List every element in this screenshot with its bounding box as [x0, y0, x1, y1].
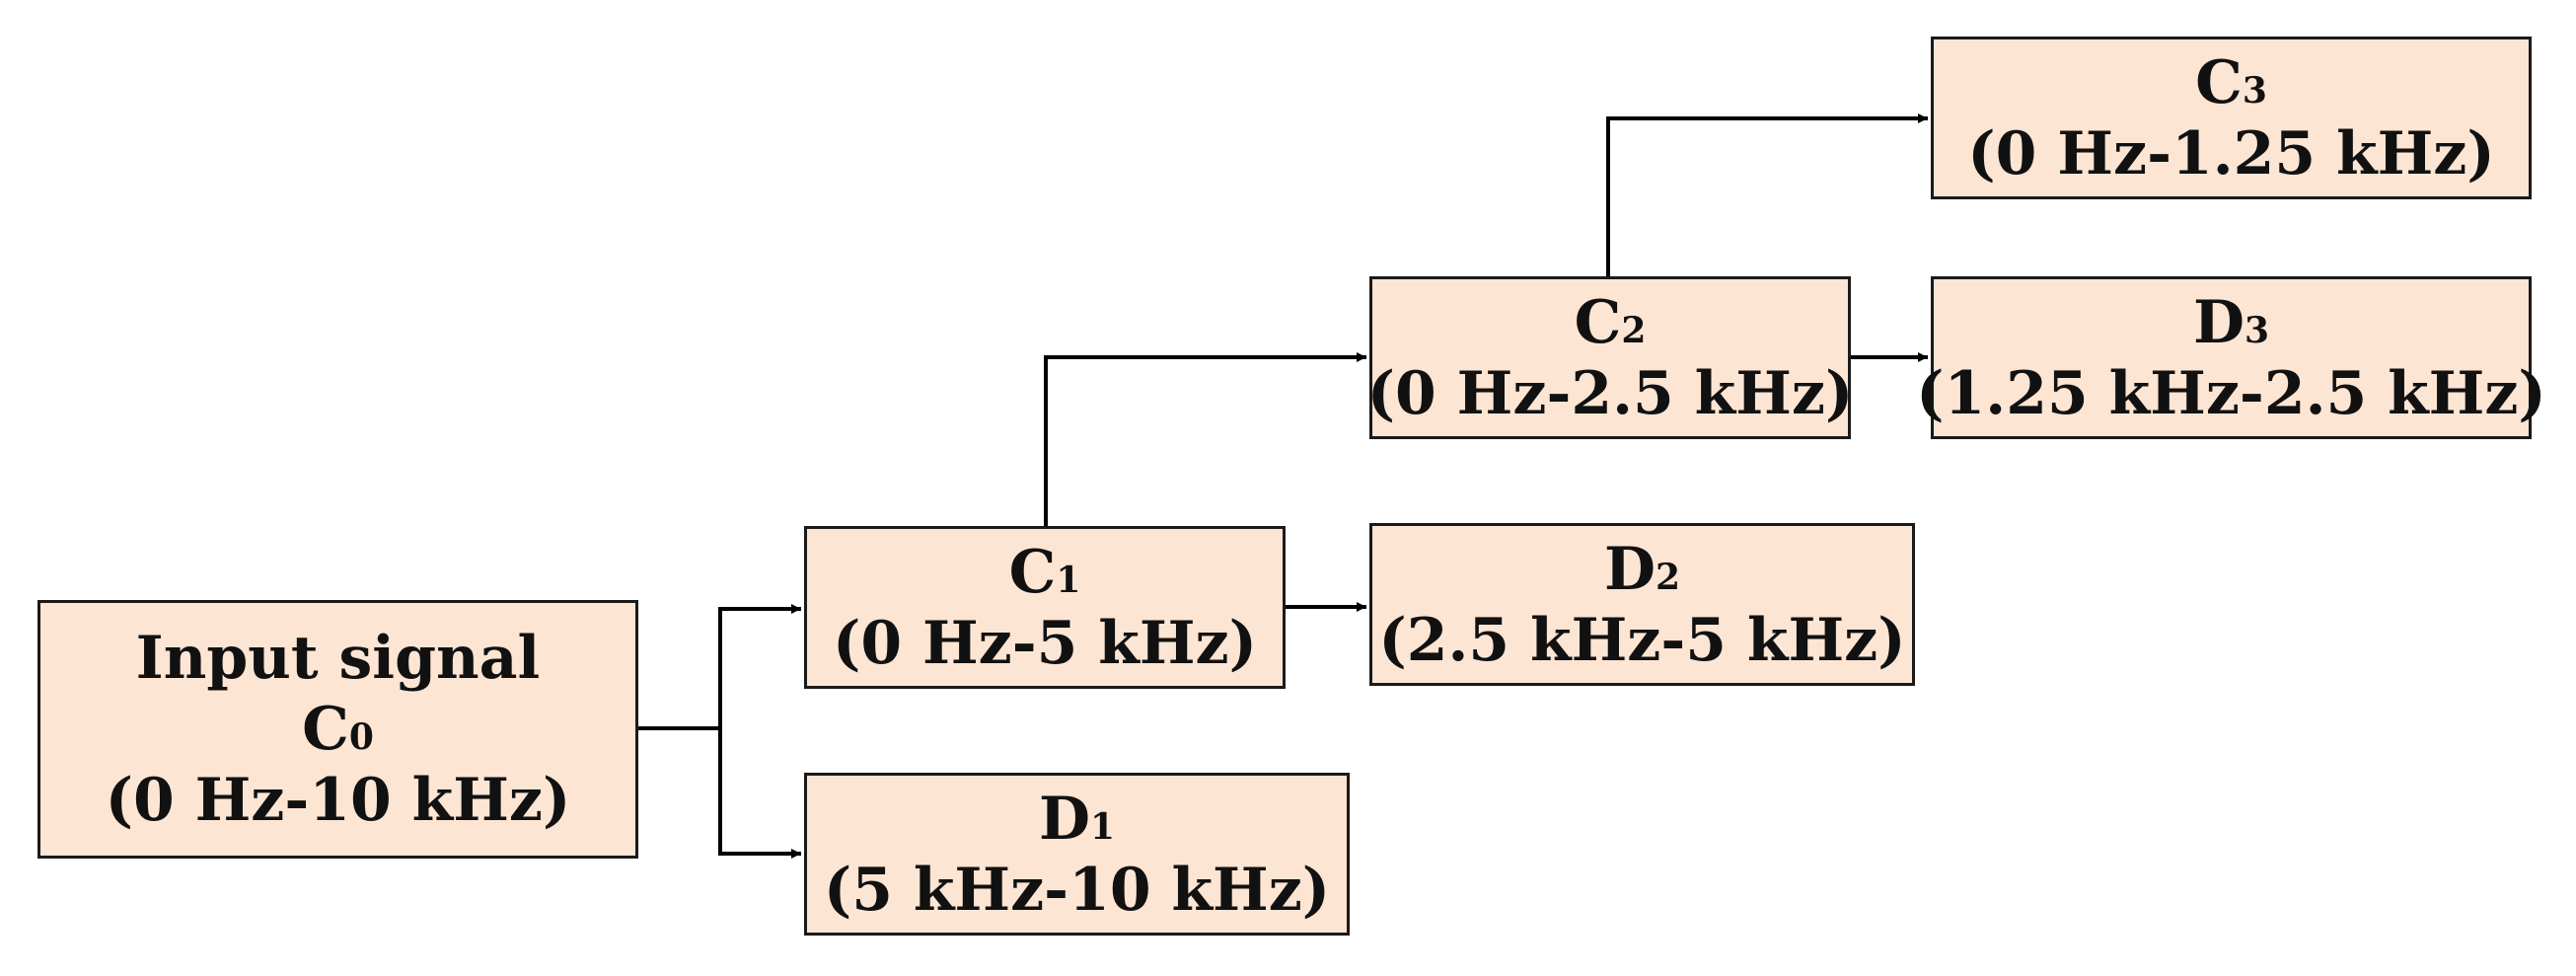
d3-box: D3 (1.25 kHz-2.5 kHz): [1916, 276, 2546, 439]
c2-range: (0 Hz-2.5 kHz): [1366, 358, 1854, 428]
connector-c1-to-c2: [1044, 352, 1366, 528]
input-signal-symbol: C0: [302, 695, 374, 764]
d1-box: D1 (5 kHz-10 kHz): [804, 773, 1350, 936]
c3-box: C3 (0 Hz-1.25 kHz): [1931, 37, 2532, 199]
d3-symbol: D3: [2192, 287, 2270, 357]
c1-symbol: C1: [1008, 537, 1081, 607]
d1-range: (5 kHz-10 kHz): [823, 855, 1331, 925]
c2-symbol: C2: [1574, 287, 1647, 357]
d2-box: D2 (2.5 kHz-5 kHz): [1369, 523, 1915, 686]
d3-range: (1.25 kHz-2.5 kHz): [1916, 358, 2546, 428]
c1-range: (0 Hz-5 kHz): [832, 608, 1258, 678]
connector-c2-to-c3: [1606, 113, 1928, 279]
c1-box: C1 (0 Hz-5 kHz): [804, 526, 1286, 689]
d2-symbol: D2: [1603, 534, 1681, 604]
connector-input-to-c1: [718, 604, 801, 728]
d1-symbol: D1: [1038, 784, 1116, 854]
input-signal-range: (0 Hz-10 kHz): [105, 766, 571, 835]
input-signal-box: Input signal C0 (0 Hz-10 kHz): [37, 600, 638, 859]
c3-symbol: C3: [2195, 47, 2267, 117]
d2-range: (2.5 kHz-5 kHz): [1378, 605, 1906, 675]
c2-box: C2 (0 Hz-2.5 kHz): [1366, 276, 1854, 439]
c3-range: (0 Hz-1.25 kHz): [1967, 118, 2495, 188]
input-signal-title: Input signal: [135, 624, 541, 693]
connector-input-to-d1: [718, 728, 801, 859]
